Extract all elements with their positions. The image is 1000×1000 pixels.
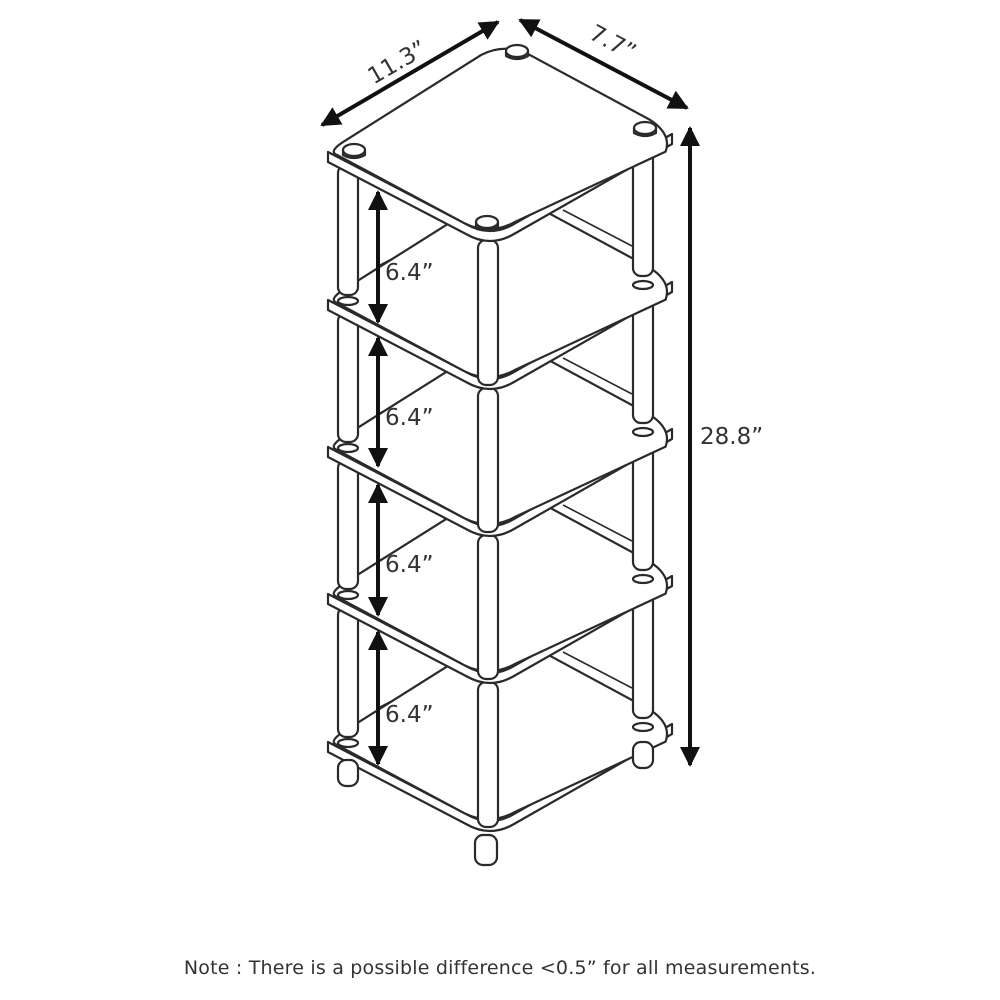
post-seat-left-1 <box>336 295 360 307</box>
width-arrow <box>320 20 500 127</box>
post-left-1 <box>336 163 360 297</box>
post-seat-right-3 <box>631 573 655 585</box>
back-rail-4 <box>562 651 633 689</box>
post-right-4 <box>631 588 655 720</box>
top-cap-front <box>474 214 500 230</box>
post-seat-right-1 <box>631 279 655 291</box>
top-cap-right-rim <box>632 128 658 138</box>
post-front-2 <box>476 386 500 534</box>
post-front-4 <box>476 680 500 829</box>
post-right-2 <box>631 294 655 425</box>
post-seat-left-3 <box>336 589 360 601</box>
post-right-3 <box>631 441 655 572</box>
gap-label-2: 6.4” <box>385 405 434 431</box>
post-seat-right-2 <box>631 426 655 438</box>
foot-front <box>473 833 499 867</box>
top-cap-left-rim <box>341 150 367 160</box>
top-cap-right <box>632 120 658 136</box>
post-left-3 <box>336 458 360 591</box>
post-seat-left-2 <box>336 442 360 454</box>
post-seat-right-4 <box>631 721 655 733</box>
height-label: 28.8” <box>700 424 763 450</box>
back-rail-3 <box>562 504 633 542</box>
back-rail-1 <box>562 209 633 247</box>
top-cap-left <box>341 142 367 158</box>
gap-label-3: 6.4” <box>385 552 434 578</box>
depth-arrow <box>518 18 689 110</box>
post-seat-left-4 <box>336 737 360 749</box>
post-front-3 <box>476 533 500 681</box>
post-right-1 <box>631 146 655 278</box>
gap-label-4: 6.4” <box>385 702 434 728</box>
post-front-1 <box>476 238 500 387</box>
back-rail-2 <box>562 357 633 395</box>
top-cap-back <box>504 43 530 59</box>
measurement-note: Note : There is a possible difference <0… <box>183 957 817 979</box>
gap-label-1: 6.4” <box>385 260 434 286</box>
foot-left <box>336 758 360 788</box>
post-left-4 <box>336 605 360 739</box>
foot-right <box>631 740 655 770</box>
post-left-2 <box>336 311 360 444</box>
top-cap-front-rim <box>474 222 500 232</box>
